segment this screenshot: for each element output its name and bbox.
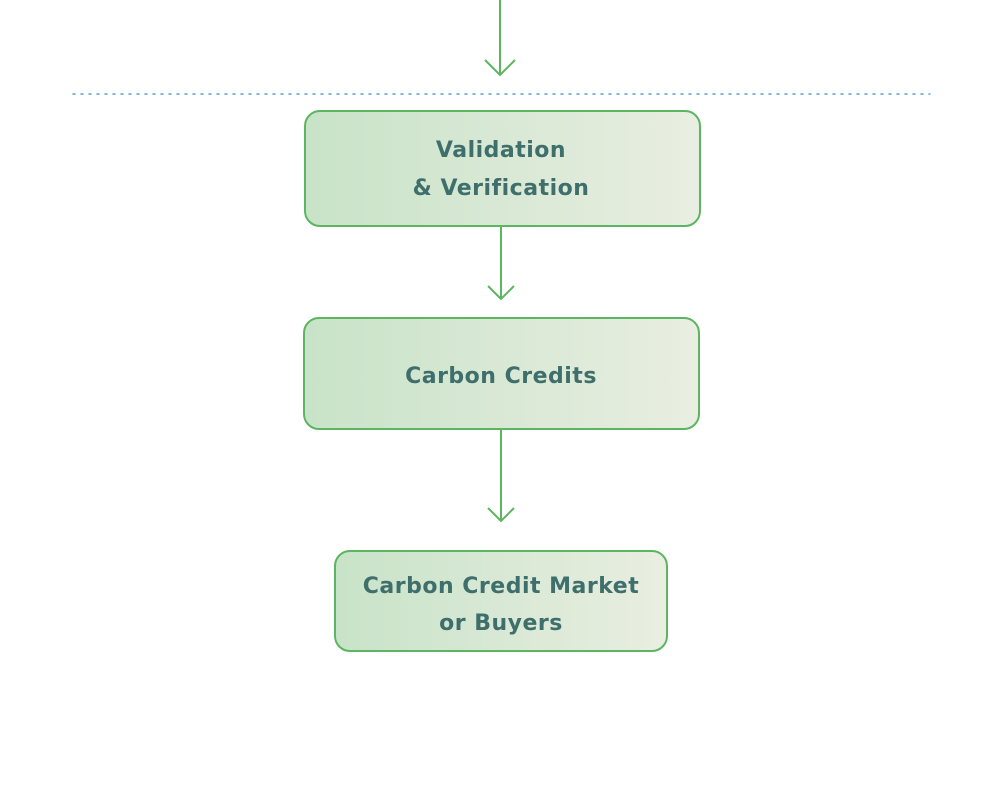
- validation-label-line1: Validation: [436, 138, 566, 163]
- arrow-down-icon: [487, 430, 515, 523]
- carbon-credits-node: Carbon Credits: [303, 317, 700, 430]
- validation-label-line2: & Verification: [413, 176, 590, 201]
- market-label-line2: or Buyers: [439, 611, 563, 636]
- arrow-down-icon: [487, 227, 515, 301]
- market-buyers-node: Carbon Credit Market or Buyers: [334, 550, 668, 652]
- incoming-arrow-icon: [484, 0, 516, 77]
- validation-verification-node: Validation & Verification: [304, 110, 701, 227]
- carbon-credits-label: Carbon Credits: [405, 364, 597, 389]
- market-label-line1: Carbon Credit Market: [363, 574, 639, 599]
